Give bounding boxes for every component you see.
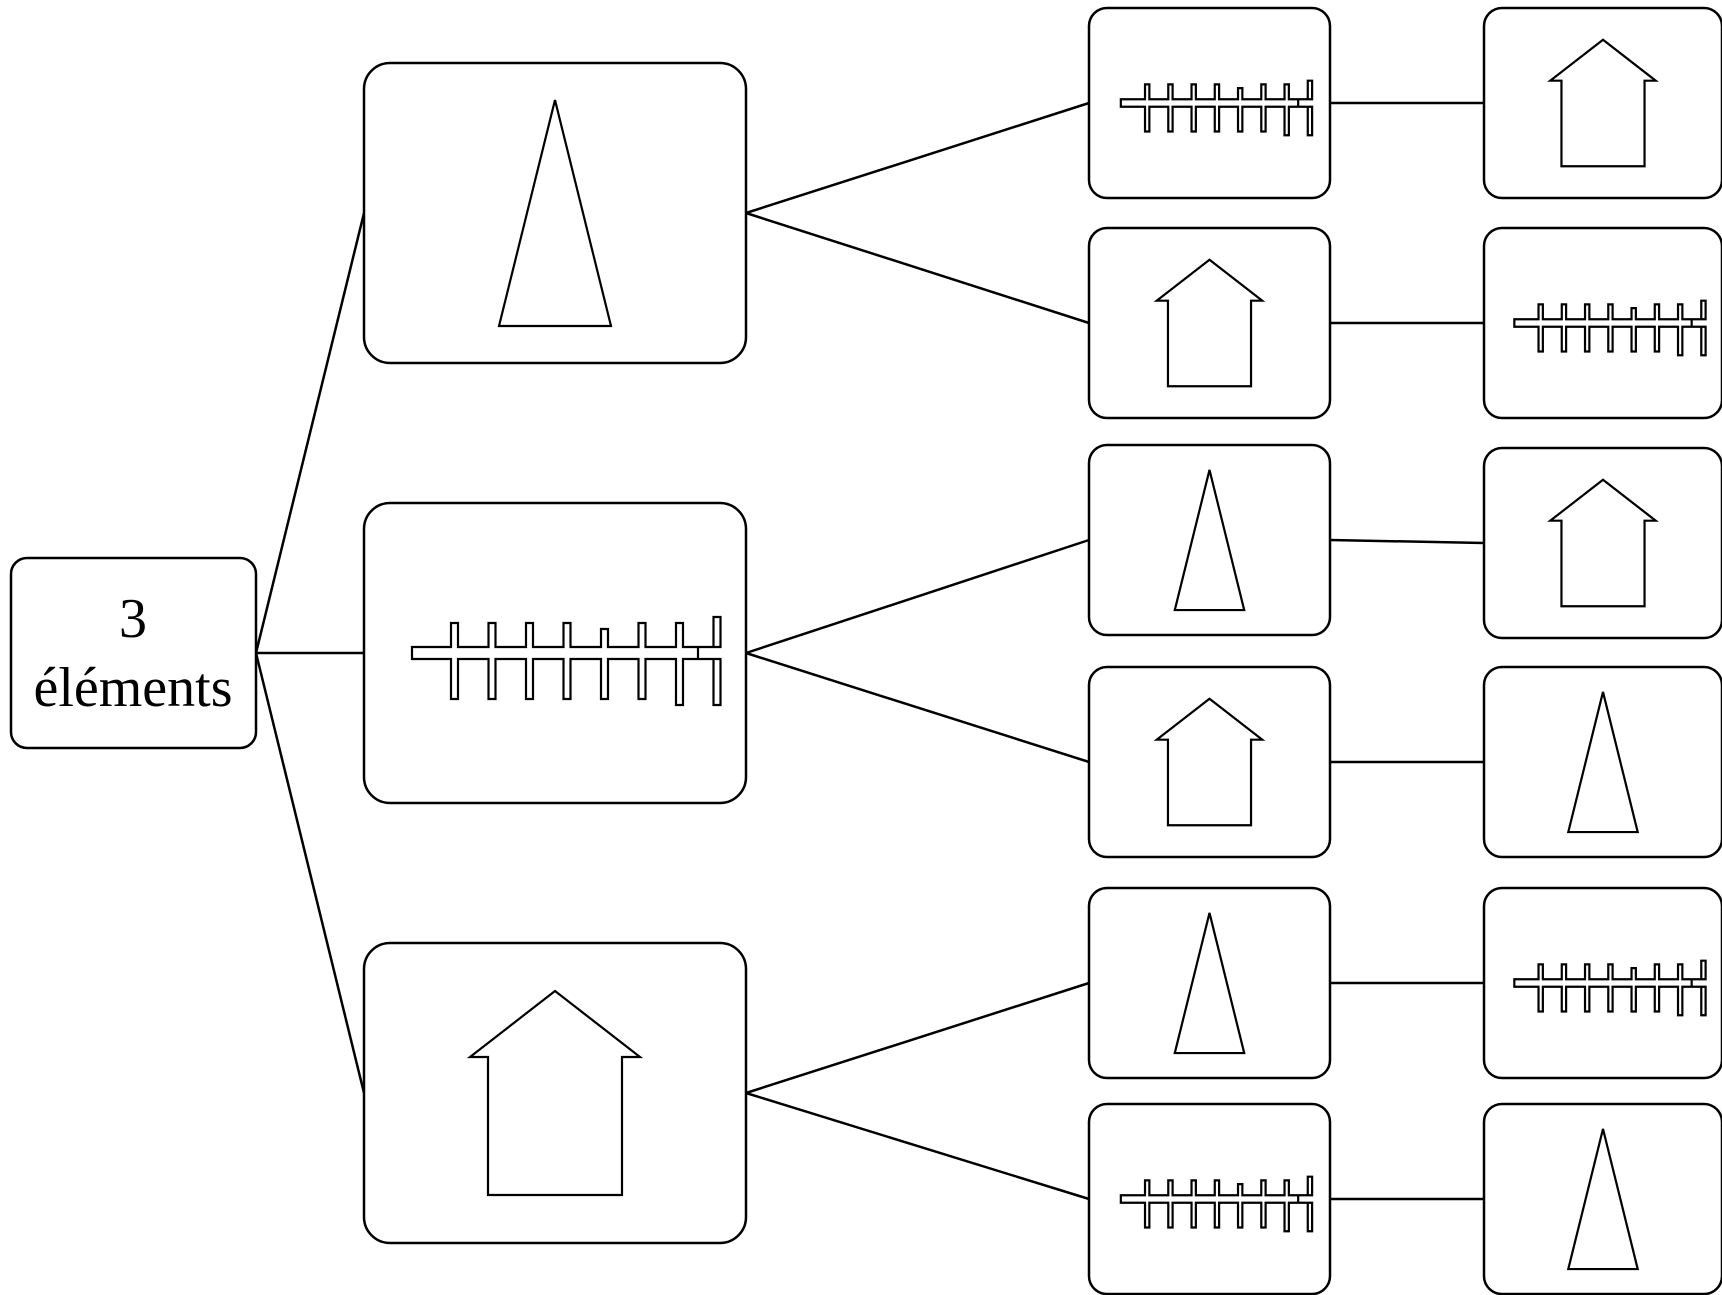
root-label-word: éléments [33,657,232,719]
house-icon [1153,258,1266,388]
fence-icon [1119,1175,1314,1233]
level2-node [1087,665,1332,859]
root-box [9,556,258,750]
tall-triangle-icon [1566,1128,1640,1271]
level1-node [362,941,748,1245]
edges [254,101,1485,1201]
level3-node [1482,226,1722,420]
level2-node [1087,443,1332,637]
edge-level1-to-level2 [745,538,1090,655]
fence-icon [1513,299,1707,357]
fence-icon [1119,79,1314,137]
nodes [362,6,1722,1295]
edge-level1-to-level2 [745,1091,1090,1201]
edge-root-to-level1 [254,212,366,654]
house-icon [1547,478,1659,608]
level1-node [362,501,748,805]
tall-triangle-icon [1173,469,1246,612]
edge-level1-to-level2 [745,211,1090,325]
level1-node [362,61,748,365]
fence-icon [1513,959,1707,1017]
fence-icon [410,615,722,707]
house-icon [466,989,644,1197]
level3-node [1482,6,1722,200]
level3-node [1482,446,1722,640]
tall-triangle-icon [1173,912,1246,1055]
level2-node [1087,1102,1332,1295]
tall-triangle-icon [1566,691,1640,834]
edge-level2-to-level3 [1329,538,1485,545]
edge-level1-to-level2 [745,101,1090,215]
house-icon [1547,38,1659,168]
level2-node [1087,226,1332,420]
edge-level1-to-level2 [745,651,1090,764]
edge-root-to-level1 [254,652,366,1094]
level3-node [1482,886,1722,1080]
level2-node [1087,886,1332,1080]
level3-node [1482,1102,1722,1295]
root-label-count: 3 [119,588,147,650]
house-icon [1153,697,1266,827]
level2-node [1087,6,1332,200]
level3-node [1482,665,1722,859]
edge-level1-to-level2 [745,981,1090,1095]
root-node: 3 éléments [9,556,258,750]
tall-triangle-icon [497,99,613,328]
